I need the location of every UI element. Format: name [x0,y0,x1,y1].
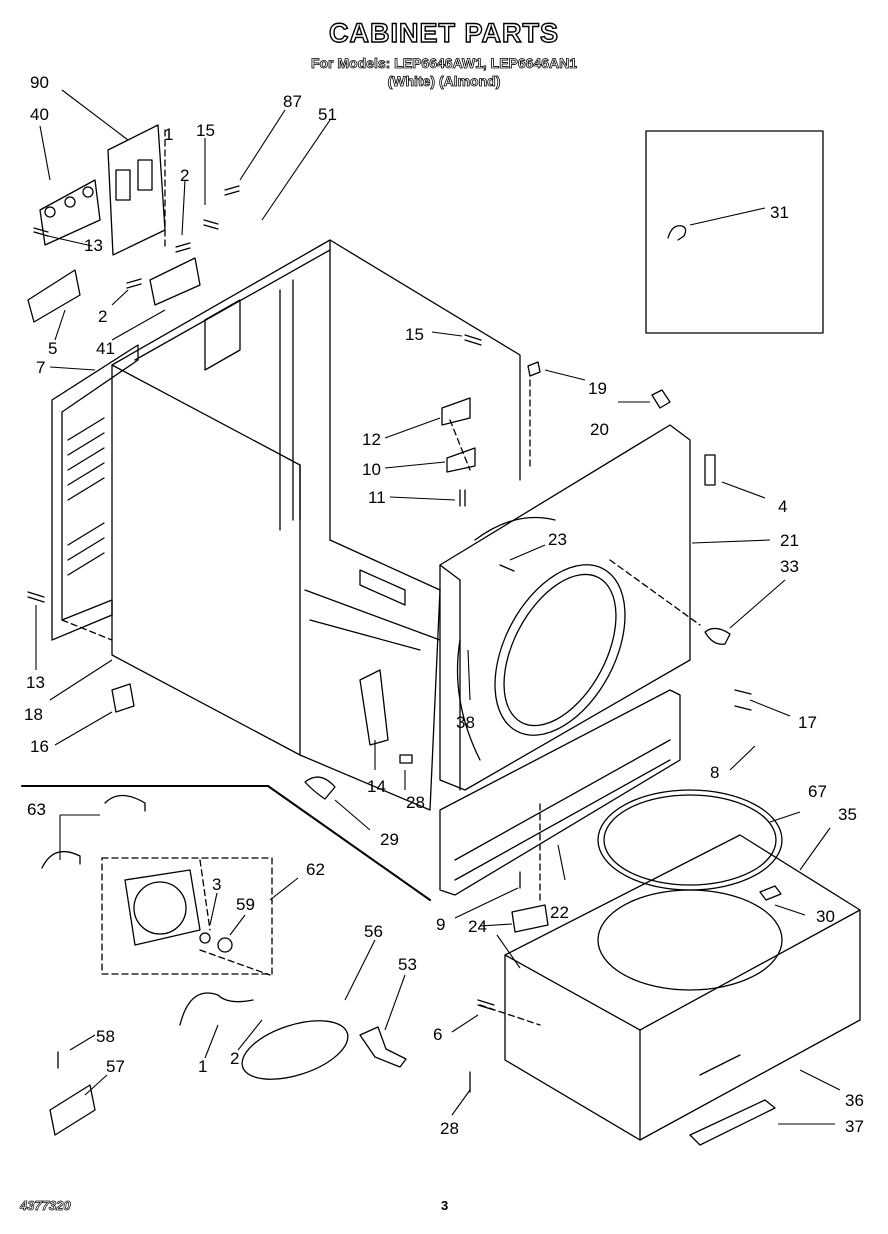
slide-37 [689,1099,776,1146]
callout-8: 8 [710,763,719,782]
callout-1: 1 [198,1057,207,1076]
callout-7: 7 [36,358,45,377]
page-number: 3 [441,1198,449,1213]
latch-33 [704,627,731,645]
callout-57: 57 [106,1057,125,1076]
callout-6: 6 [433,1025,442,1044]
pulley-53 [359,1026,407,1068]
callout-35: 35 [838,805,857,824]
control-bracket-area [204,299,241,371]
callout-14: 14 [367,777,386,796]
bracket-63a [104,794,146,812]
callout-5: 5 [48,339,57,358]
motor-group-box [101,857,273,975]
callout-30: 30 [816,907,835,926]
bracket-14 [359,669,389,746]
bracket-41 [149,257,201,306]
callout-15: 15 [405,325,424,344]
clip-29 [304,776,336,800]
callout-23: 23 [548,530,567,549]
knob-20 [651,389,671,409]
callout-51: 51 [318,105,337,124]
colors-line: (White) (Almond) [387,73,501,90]
connectors-40 [39,179,101,246]
section-divider [21,785,431,901]
callout-62: 62 [306,860,325,879]
foot-16 [111,683,135,713]
models-line: For Models: LEP6646AW1, LEP6646AN1 [310,55,578,72]
cover-5 [27,269,81,323]
toe-panel [439,689,681,896]
cabinet-side-panel [111,364,301,756]
callout-22: 22 [550,903,569,922]
callout-38: 38 [456,713,475,732]
callout-58: 58 [96,1027,115,1046]
clip-19 [527,361,541,377]
callout-28: 28 [440,1119,459,1138]
terminal-block-90 [107,124,166,256]
callout-87: 87 [283,92,302,111]
callout-24: 24 [468,917,487,936]
document-id: 4377320 [20,1198,71,1214]
callout-12: 12 [362,430,381,449]
inset-box [645,130,824,334]
callout-63: 63 [27,800,46,819]
wire-harness-1 [179,992,254,1026]
callout-31: 31 [770,203,789,222]
callout-37: 37 [845,1117,864,1136]
screws [27,185,752,1093]
callout-33: 33 [780,557,799,576]
callout-40: 40 [30,105,49,124]
callout-36: 36 [845,1091,864,1110]
drum-ring-67 [597,789,783,891]
switch-10 [446,447,476,473]
callout-17: 17 [798,713,817,732]
slot-30 [759,885,782,901]
motor-62 [124,869,201,946]
door-opening [494,564,626,736]
bracket-57 [49,1084,96,1136]
callout-56: 56 [364,922,383,941]
callout-53: 53 [398,955,417,974]
plate-24 [511,904,549,933]
callout-90: 90 [30,73,49,92]
page-title: CABINET PARTS [328,17,559,48]
callout-13: 13 [84,236,103,255]
callout-59: 59 [236,895,255,914]
callout-28: 28 [406,793,425,812]
callout-3: 3 [212,875,221,894]
callout-2: 2 [230,1049,239,1068]
callout-15: 15 [196,121,215,140]
callout-16: 16 [30,737,49,756]
callout-2: 2 [98,307,107,326]
callout-11: 11 [368,488,386,507]
bracket-63b [41,850,81,869]
switch-12 [441,397,471,426]
spring-4 [704,454,716,486]
callout-67: 67 [808,782,827,801]
callout-20: 20 [590,420,609,439]
callout-4: 4 [778,497,787,516]
callout-21: 21 [780,531,799,550]
callout-29: 29 [380,830,399,849]
callout-1: 1 [164,125,173,144]
callout-41: 41 [96,339,115,358]
part-31-clip-drawing [667,225,687,241]
callout-13: 13 [26,673,45,692]
callout-10: 10 [362,460,381,479]
rear-vents [67,417,105,576]
part-28-top [399,754,413,764]
callout-19: 19 [588,379,607,398]
callout-18: 18 [24,705,43,724]
callout-9: 9 [436,915,445,934]
seal-38 [456,639,481,761]
front-panel [439,424,691,791]
callout-2: 2 [180,166,189,185]
rear-edge-cover [51,344,139,641]
base-top [504,834,861,1031]
belt-56 [241,1020,349,1080]
